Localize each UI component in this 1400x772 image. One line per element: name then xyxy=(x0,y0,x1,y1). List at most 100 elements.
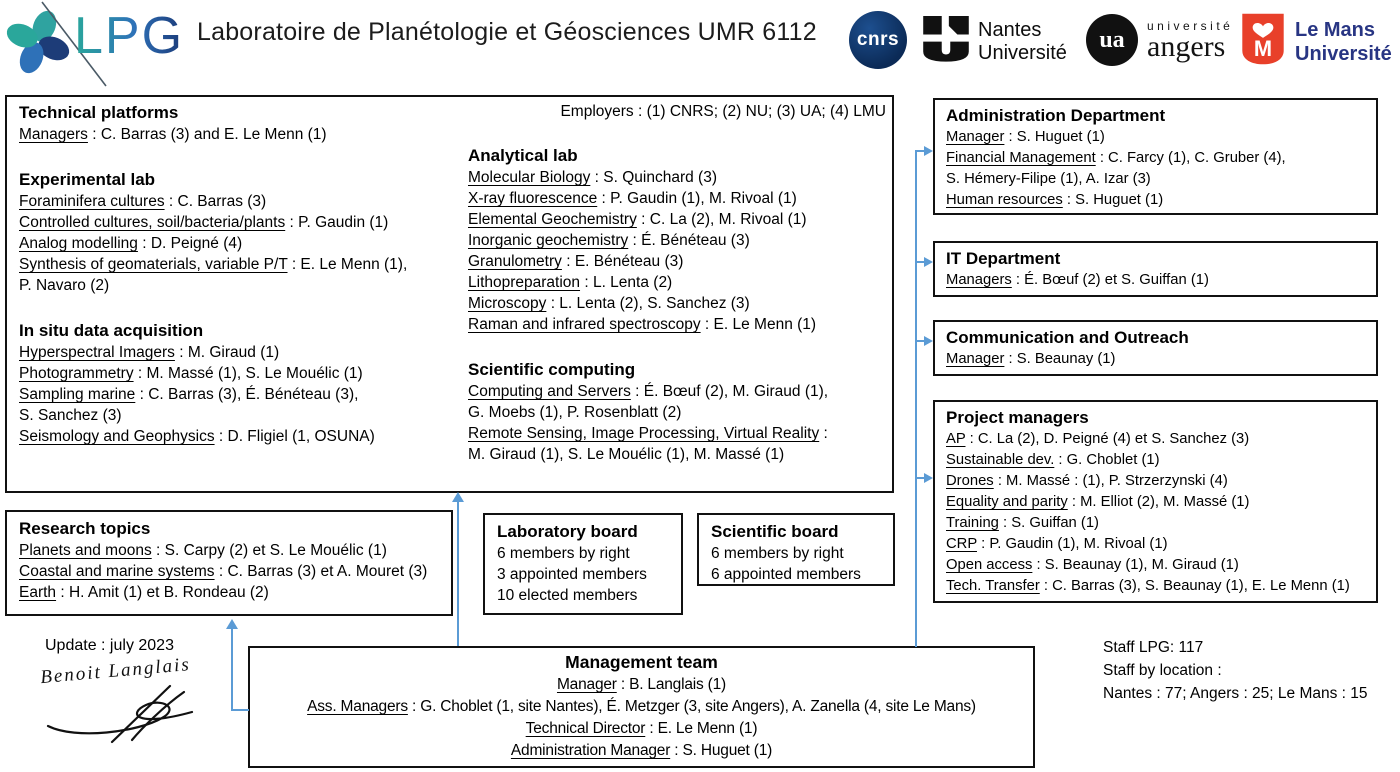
text-line: Sampling marine : C. Barras (3), É. Béné… xyxy=(19,384,459,405)
section-title-experimental-lab: Experimental lab xyxy=(19,170,156,189)
connector-branch-it xyxy=(915,261,926,263)
text-line: Remote Sensing, Image Processing, Virtua… xyxy=(468,423,886,444)
underlined-label: Manager xyxy=(946,351,1005,367)
laboratory-board-lines: 6 members by right 3 appointed members 10 … xyxy=(497,543,669,606)
text-line: Planets and moons : S. Carpy (2) et S. L… xyxy=(19,540,439,561)
text-line: Manager : S. Beaunay (1) xyxy=(946,349,1365,370)
underlined-label: Training xyxy=(946,515,999,531)
line-text: 3 appointed members xyxy=(497,566,647,583)
underlined-label: Ass. Managers xyxy=(307,698,408,715)
it-lines: Managers : É. Bœuf (2) et S. Guiffan (1) xyxy=(946,270,1365,291)
line-text: : C. La (2), D. Peigné (4) et S. Sanchez… xyxy=(965,431,1250,447)
line-text: : S. Guiffan (1) xyxy=(998,515,1099,531)
line-text: G. Moebs (1), P. Rosenblatt (2) xyxy=(468,404,682,421)
text-line: CRP : P. Gaudin (1), M. Rivoal (1) xyxy=(946,534,1365,555)
lpg-logo-wordmark: LPG xyxy=(74,7,185,65)
line-text: : L. Lenta (2) xyxy=(580,274,673,291)
text-line: Molecular Biology : S. Quinchard (3) xyxy=(468,167,886,188)
text-line: Open access : S. Beaunay (1), M. Giraud … xyxy=(946,555,1365,576)
text-line: Sustainable dev. : G. Choblet (1) xyxy=(946,450,1365,471)
line-text: P. Navaro (2) xyxy=(19,277,110,294)
staff-summary: Staff LPG: 117 Staff by location : Nante… xyxy=(1103,636,1368,705)
line-text: 6 appointed members xyxy=(711,566,861,583)
text-line: Coastal and marine systems : C. Barras (… xyxy=(19,561,439,582)
lemans-logo-line1: Le Mans xyxy=(1295,18,1376,41)
staff-total: Staff LPG: 117 xyxy=(1103,639,1204,656)
underlined-label: Managers xyxy=(19,126,88,143)
underlined-label: Synthesis of geomaterials, variable P/T xyxy=(19,256,288,273)
section-title-research-topics: Research topics xyxy=(19,519,151,538)
section-title-scientific-computing: Scientific computing xyxy=(468,360,636,379)
underlined-label: Hyperspectral Imagers xyxy=(19,344,175,361)
section-title-laboratory-board: Laboratory board xyxy=(497,522,638,541)
text-line: Ass. Managers : G. Choblet (1, site Nant… xyxy=(260,696,1023,718)
line-text: : C. La (2), M. Rivoal (1) xyxy=(636,211,807,228)
underlined-label: Controlled cultures, soil/bacteria/plant… xyxy=(19,214,286,231)
research-topics-lines: Planets and moons : S. Carpy (2) et S. L… xyxy=(19,540,439,603)
text-line: Technical Director : E. Le Menn (1) xyxy=(260,718,1023,740)
technical-platforms-lines: Managers : C. Barras (3) and E. Le Menn … xyxy=(19,124,459,145)
management-team-lines: Manager : B. Langlais (1)Ass. Managers :… xyxy=(260,674,1023,762)
project-managers-lines: AP : C. La (2), D. Peigné (4) et S. Sanc… xyxy=(946,429,1365,597)
le-mans-universite-logo: M Le Mans Université xyxy=(1240,12,1392,71)
connector-trunk-right xyxy=(915,151,917,647)
text-line: 10 elected members xyxy=(497,585,669,606)
text-line: Synthesis of geomaterials, variable P/T … xyxy=(19,254,459,275)
line-text: : H. Amit (1) et B. Rondeau (2) xyxy=(56,584,269,601)
line-text: : S. Quinchard (3) xyxy=(590,169,717,186)
line-text: 6 members by right xyxy=(497,545,630,562)
line-text: : M. Giraud (1) xyxy=(174,344,280,361)
text-line: Equality and parity : M. Elliot (2), M. … xyxy=(946,492,1365,513)
underlined-label: Drones xyxy=(946,473,994,489)
scientific-board-lines: 6 members by right 6 appointed members xyxy=(711,543,881,585)
it-department-box: IT Department Managers : É. Bœuf (2) et … xyxy=(933,241,1378,297)
management-team-box: Management team Manager : B. Langlais (1… xyxy=(248,646,1035,768)
text-line: Administration Manager : S. Huguet (1) xyxy=(260,740,1023,762)
line-text: : S. Carpy (2) et S. Le Mouélic (1) xyxy=(151,542,387,559)
text-line: AP : C. La (2), D. Peigné (4) et S. Sanc… xyxy=(946,429,1365,450)
line-text: S. Sanchez (3) xyxy=(19,407,122,424)
project-managers-box: Project managers AP : C. La (2), D. Peig… xyxy=(933,400,1378,603)
underlined-label: Microscopy xyxy=(468,295,547,312)
technical-platforms-column: Technical platforms Managers : C. Barras… xyxy=(19,101,459,447)
text-line: Tech. Transfer : C. Barras (3), S. Beaun… xyxy=(946,576,1365,597)
underlined-label: Managers xyxy=(946,272,1012,288)
administration-lines: Manager : S. Huguet (1)Financial Managem… xyxy=(946,127,1365,211)
line-text: 6 members by right xyxy=(711,545,844,562)
arrow-to-communication-icon xyxy=(924,336,933,346)
universite-angers-logo: ua université angers xyxy=(1086,14,1233,66)
analytical-column: Employers : (1) CNRS; (2) NU; (3) UA; (4… xyxy=(468,101,886,465)
underlined-label: Foraminifera cultures xyxy=(19,193,165,210)
underlined-label: Technical Director xyxy=(525,720,646,737)
arrow-to-administration-icon xyxy=(924,146,933,156)
cnrs-logo-text: cnrs xyxy=(856,29,900,50)
line-text: : P. Gaudin (1) xyxy=(285,214,389,231)
underlined-label: Human resources xyxy=(946,192,1063,208)
text-line: Lithopreparation : L. Lenta (2) xyxy=(468,272,886,293)
section-title-management-team: Management team xyxy=(565,652,718,672)
underlined-label: Elemental Geochemistry xyxy=(468,211,637,228)
cnrs-logo: cnrs xyxy=(849,11,907,69)
research-topics-box: Research topics Planets and moons : S. C… xyxy=(5,510,453,616)
connector-branch-administration xyxy=(915,150,926,152)
underlined-label: Lithopreparation xyxy=(468,274,581,291)
text-line: 6 members by right xyxy=(711,543,881,564)
section-title-communication: Communication and Outreach xyxy=(946,328,1189,347)
insitu-lines: Hyperspectral Imagers : M. Giraud (1)Pho… xyxy=(19,342,459,447)
line-text: : C. Farcy (1), C. Gruber (4), xyxy=(1095,150,1286,166)
line-text: : S. Huguet (1) xyxy=(1004,129,1105,145)
scientific-computing-lines: Computing and Servers : É. Bœuf (2), M. … xyxy=(468,381,886,465)
lemans-logo-line2: Université xyxy=(1295,42,1392,65)
underlined-label: AP xyxy=(946,431,966,447)
line-text: : P. Gaudin (1), M. Rivoal (1) xyxy=(597,190,797,207)
text-line: Controlled cultures, soil/bacteria/plant… xyxy=(19,212,459,233)
signature: Benoit Langlais xyxy=(39,654,250,751)
underlined-label: CRP xyxy=(946,536,977,552)
text-line: Manager : S. Huguet (1) xyxy=(946,127,1365,148)
svg-text:M: M xyxy=(1254,36,1272,61)
nantes-logo-line2: Université xyxy=(978,42,1067,64)
text-line: X-ray fluorescence : P. Gaudin (1), M. R… xyxy=(468,188,886,209)
underlined-label: Sustainable dev. xyxy=(946,452,1055,468)
connector-branch-communication xyxy=(915,340,926,342)
